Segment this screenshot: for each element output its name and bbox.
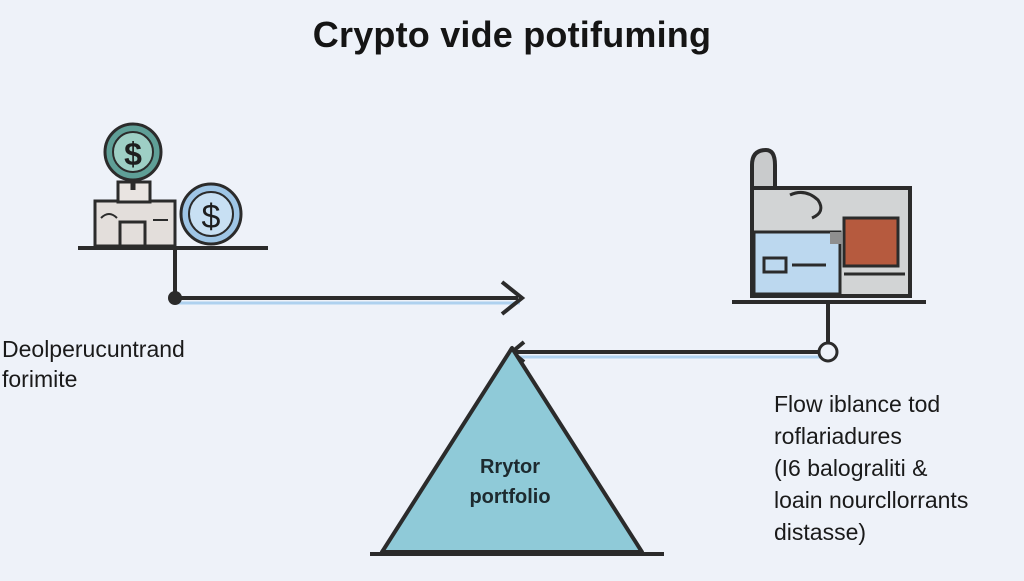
center-node-label-line-2: portfolio xyxy=(469,486,551,508)
portfolio-triangle xyxy=(370,346,664,556)
right-node-label-line-4: loain nourcllorrants xyxy=(774,487,969,513)
right-to-center-connector xyxy=(508,302,839,364)
page-title: Crypto vide potifuming xyxy=(312,14,712,55)
terminal-device-icon xyxy=(732,147,926,304)
dollar-coin-right xyxy=(179,182,243,246)
left-node-label: Deolperucuntrand forimite xyxy=(2,334,185,394)
right-node-label-line-5: distasse) xyxy=(774,519,867,545)
right-node-label-line-2: roflariadures xyxy=(774,423,902,449)
left-node-label-line-2: forimite xyxy=(2,366,78,392)
left-to-center-arrow xyxy=(168,250,526,316)
coin-right-symbol: $ xyxy=(202,198,221,236)
right-node-label-line-3: (I6 balograliti & xyxy=(774,455,928,481)
right-node-label: Flow iblance tod roflariadures (I6 balog… xyxy=(774,388,968,548)
center-node-label: Rrytor portfolio xyxy=(440,452,580,512)
dollar-coin-top xyxy=(103,122,163,190)
right-node-label-line-1: Flow iblance tod xyxy=(774,391,941,417)
center-node-label-line-1: Rrytor xyxy=(479,456,540,478)
cash-register-icon xyxy=(93,180,177,248)
left-node-label-line-1: Deolperucuntrand xyxy=(2,336,185,362)
coin-top-symbol: $ xyxy=(124,136,142,172)
